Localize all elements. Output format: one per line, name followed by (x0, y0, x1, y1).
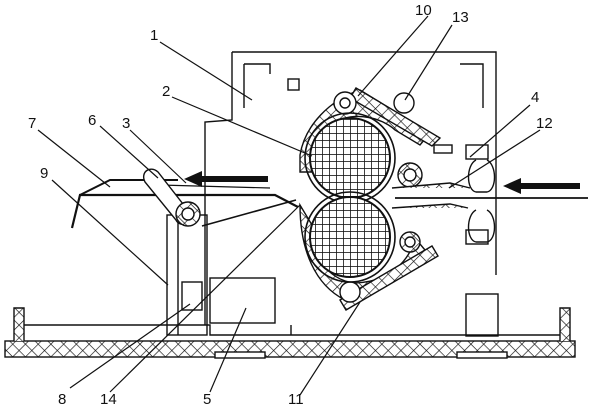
sensor-block (465, 144, 489, 160)
base-right-lip (559, 307, 571, 341)
label-8: 8 (58, 391, 66, 408)
label-9: 9 (40, 165, 48, 182)
upper-roller (309, 117, 391, 199)
label-14: 14 (100, 391, 117, 408)
lower-roller (309, 196, 391, 278)
box-5 (209, 277, 276, 324)
label-11: 11 (288, 391, 304, 408)
feed-arrow-right (503, 178, 580, 194)
label-7: 7 (28, 115, 36, 132)
feed-arrow-left (184, 171, 268, 187)
label-12: 12 (536, 115, 553, 132)
feed-tray (70, 193, 299, 229)
label-6: 6 (88, 112, 96, 129)
label-3: 3 (122, 115, 130, 132)
label-4: 4 (531, 89, 539, 106)
window-square (287, 78, 300, 91)
label-13: 13 (452, 9, 469, 26)
label-5: 5 (203, 391, 211, 408)
base-left-lip (13, 307, 25, 341)
label-1: 1 (150, 27, 158, 44)
base-plate (4, 340, 576, 358)
label-10: 10 (415, 2, 432, 19)
housing-frame (204, 51, 497, 325)
label-2: 2 (162, 83, 170, 100)
